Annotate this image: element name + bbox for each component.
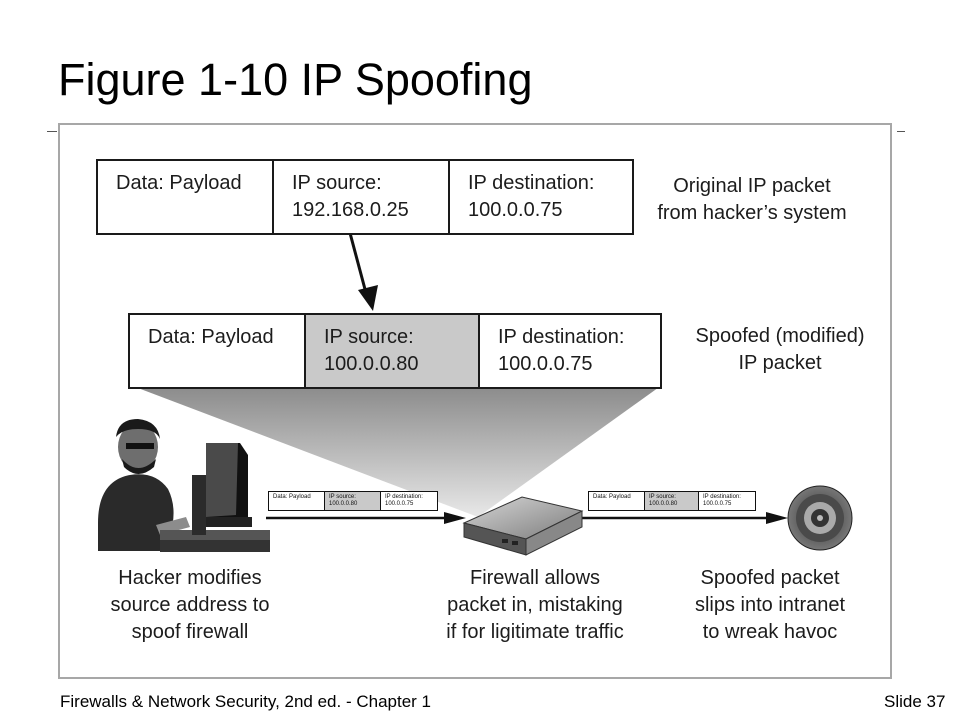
original-source-cell: IP source: 192.168.0.25 bbox=[274, 161, 450, 233]
spoofed-source-cell: IP source: 100.0.0.80 bbox=[306, 315, 480, 387]
diagram-graphics bbox=[98, 232, 853, 556]
footer-course-title: Firewalls & Network Security, 2nd ed. - … bbox=[60, 692, 431, 711]
footer-slide-number: Slide 37 bbox=[884, 692, 946, 711]
slide-title: Figure 1-10 IP Spoofing bbox=[58, 54, 533, 105]
spoofed-packet-label: Spoofed (modified) IP packet bbox=[695, 325, 865, 374]
original-payload-cell: Data: Payload bbox=[98, 161, 274, 233]
mini-packet-inbound: Data: Payload IP source: 100.0.0.80 IP d… bbox=[268, 491, 438, 511]
firewall-caption: Firewall allows packet in, mistaking if … bbox=[446, 567, 624, 643]
mini-inbound-source: IP source: 100.0.0.80 bbox=[325, 492, 381, 510]
hacker-caption: Hacker modifies source address to spoof … bbox=[110, 567, 270, 643]
original-packet: Data: Payload IP source: 192.168.0.25 IP… bbox=[96, 159, 634, 235]
monitor-icon bbox=[192, 443, 252, 535]
original-destination-cell: IP destination: 100.0.0.75 bbox=[468, 172, 595, 221]
hacker-icon bbox=[98, 419, 270, 552]
spotlight-beam bbox=[130, 385, 662, 517]
mini-outbound-payload: Data: Payload bbox=[589, 492, 645, 510]
title-rule-left bbox=[47, 131, 57, 132]
target-icon bbox=[787, 485, 853, 551]
mini-inbound-payload: Data: Payload bbox=[269, 492, 325, 510]
target-caption: Spoofed packet slips into intranet to wr… bbox=[694, 567, 846, 643]
transform-arrow-line bbox=[348, 232, 368, 294]
firewall-icon bbox=[462, 496, 584, 556]
spoofed-payload-cell: Data: Payload bbox=[130, 315, 306, 387]
mini-outbound-destination: IP destination: 100.0.0.75 bbox=[703, 494, 741, 507]
original-packet-label: Original IP packet from hacker’s system bbox=[657, 175, 847, 224]
mini-inbound-destination: IP destination: 100.0.0.75 bbox=[385, 494, 423, 507]
spoofed-destination-cell: IP destination: 100.0.0.75 bbox=[498, 326, 625, 375]
figure-frame: Data: Payload IP source: 192.168.0.25 IP… bbox=[58, 123, 892, 679]
flow-arrow-to-firewall-head bbox=[444, 512, 466, 524]
flow-arrow-to-target-head bbox=[766, 512, 788, 524]
transform-arrow-head bbox=[358, 285, 378, 311]
mini-packet-outbound: Data: Payload IP source: 100.0.0.80 IP d… bbox=[588, 491, 756, 511]
title-rule-right bbox=[897, 131, 905, 132]
spoofed-packet: Data: Payload IP source: 100.0.0.80 IP d… bbox=[128, 313, 662, 389]
mini-outbound-source: IP source: 100.0.0.80 bbox=[645, 492, 699, 510]
